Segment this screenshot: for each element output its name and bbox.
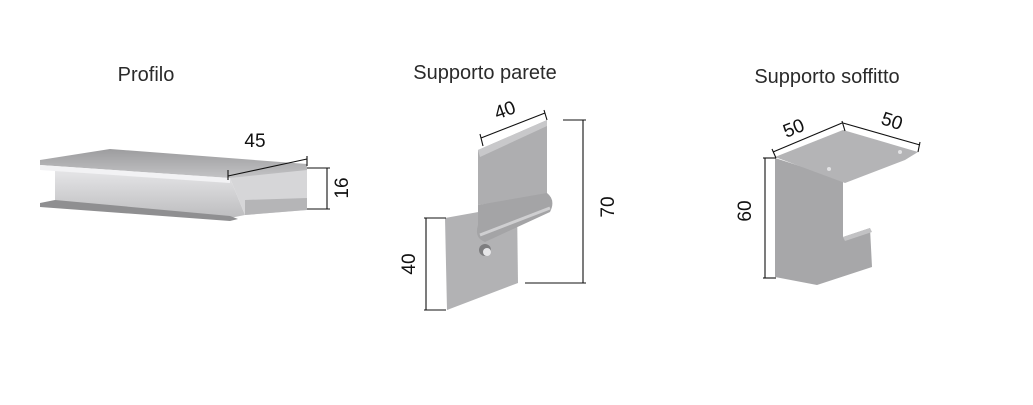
- ceiling-bracket-drawing: [775, 130, 918, 285]
- dimension-label: 60: [735, 200, 756, 221]
- dimension-label: 50: [780, 115, 807, 142]
- dimension-lower-height: 40: [399, 217, 446, 311]
- dimension-label: 40: [492, 97, 519, 124]
- profile-drawing: [40, 149, 307, 221]
- dimension-label: 70: [598, 196, 619, 217]
- part-title: Profilo: [118, 64, 175, 86]
- dimension-height: 16: [307, 167, 353, 210]
- dimension-label: 45: [244, 131, 265, 152]
- part-title: Supporto soffitto: [754, 66, 899, 88]
- dimension-height: 60: [735, 157, 776, 279]
- dimension-label: 16: [332, 177, 353, 198]
- part-title: Supporto parete: [413, 62, 556, 84]
- part-supporto-parete: Supporto parete 40 70 40: [399, 62, 619, 311]
- dimension-label: 50: [878, 109, 905, 136]
- wall-bracket-drawing: [445, 120, 553, 310]
- dimension-total-height: 70: [525, 119, 619, 284]
- dimension-width: 45: [227, 131, 308, 180]
- dimension-label: 40: [399, 253, 420, 274]
- part-supporto-soffitto: Supporto soffitto 50 50 60: [735, 66, 921, 285]
- part-profilo: Profilo 45 16: [40, 64, 353, 221]
